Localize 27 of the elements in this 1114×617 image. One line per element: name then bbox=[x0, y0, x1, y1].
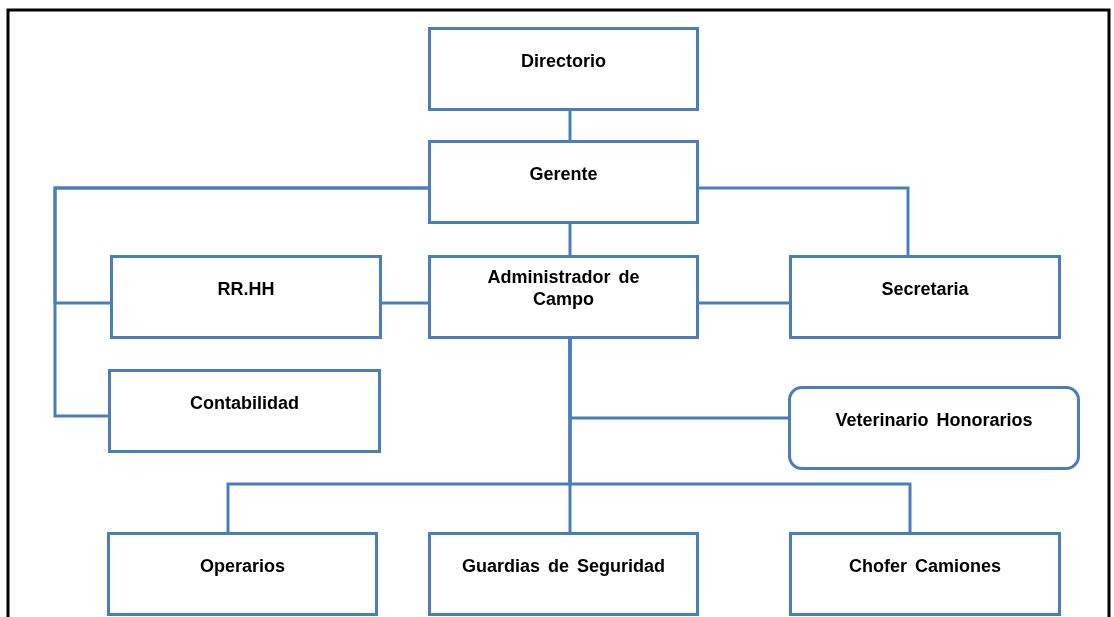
org-box bbox=[110, 255, 382, 339]
node-label: Guardias de Seguridad bbox=[460, 555, 667, 577]
node-label: Operarios bbox=[198, 555, 286, 577]
node-label: Contabilidad bbox=[189, 392, 300, 414]
org-box bbox=[428, 140, 699, 224]
connector-line bbox=[568, 224, 572, 255]
node-label: Directorio bbox=[520, 50, 607, 72]
org-box bbox=[428, 27, 699, 111]
connector-line bbox=[53, 186, 428, 418]
node-label: Veterinario Honorarios bbox=[834, 409, 1034, 431]
org-box bbox=[789, 255, 1061, 339]
node-label: Administrador de Campo bbox=[486, 266, 641, 310]
connector-line bbox=[568, 111, 572, 140]
org-box bbox=[107, 532, 378, 616]
rounded-box bbox=[788, 386, 1080, 470]
node-label: Gerente bbox=[528, 163, 599, 185]
connector-line bbox=[568, 339, 912, 532]
node-label: Secretaria bbox=[880, 278, 970, 300]
node-label: RR.HH bbox=[216, 278, 276, 300]
org-box bbox=[108, 369, 381, 453]
connector-line bbox=[699, 186, 910, 255]
org-box bbox=[428, 532, 699, 616]
connector-line bbox=[699, 301, 789, 305]
org-box bbox=[789, 532, 1061, 616]
org-box bbox=[428, 255, 699, 339]
connector-line bbox=[382, 301, 428, 305]
node-label: Chofer Camiones bbox=[848, 555, 1002, 577]
